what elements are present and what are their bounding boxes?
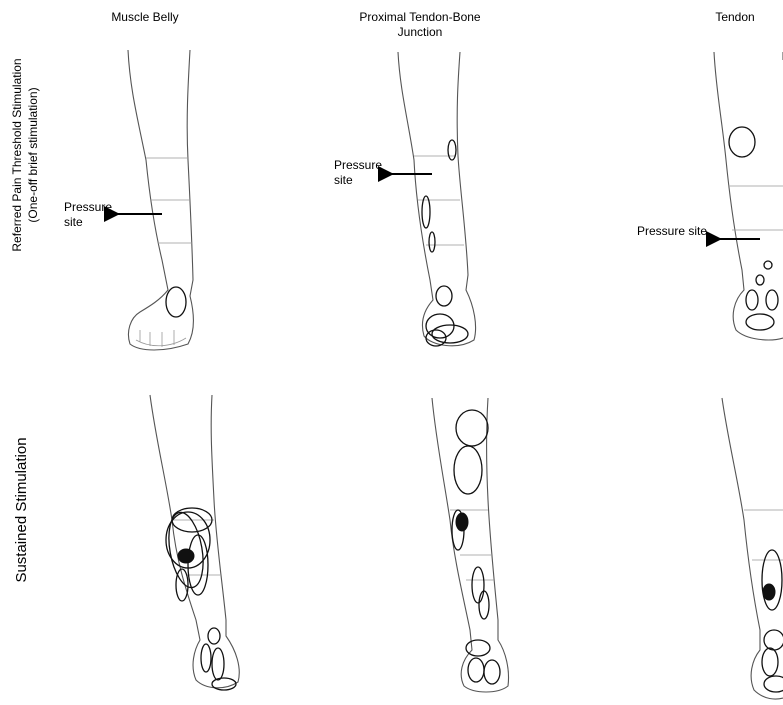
pressure-point (763, 584, 775, 600)
referred-zone (212, 648, 224, 680)
leg-muscle-belly-top (128, 50, 194, 350)
referred-zone (764, 676, 783, 692)
referred-zone (729, 127, 755, 157)
pressure-point (456, 513, 468, 531)
referred-zone (201, 644, 211, 672)
referred-zone (456, 410, 488, 446)
referred-zone (212, 678, 236, 690)
pressure-point (178, 549, 194, 563)
referred-zone (454, 446, 482, 494)
referred-zone (466, 640, 490, 656)
leg-tendon-bone-bottom (432, 398, 509, 692)
referred-zone (166, 287, 186, 317)
leg-muscle-belly-bottom (150, 395, 239, 690)
referred-zone (756, 275, 764, 285)
referred-zone (448, 140, 456, 160)
referred-zone (484, 660, 500, 684)
referred-zone (468, 658, 484, 682)
referred-zone (479, 591, 489, 619)
referred-zone (472, 567, 484, 603)
referred-zone (429, 232, 435, 252)
leg-tendon-bone-top (398, 52, 476, 346)
referred-zone (762, 550, 782, 610)
referred-zone (766, 290, 778, 310)
referred-zone (422, 196, 430, 228)
leg-tendon-top (714, 52, 783, 340)
referred-zone (746, 290, 758, 310)
referred-zone (436, 286, 452, 306)
leg-tendon-bottom (722, 398, 783, 699)
referred-zone (764, 261, 772, 269)
referred-zone (208, 628, 220, 644)
referred-zone (762, 648, 778, 676)
referred-zone (764, 630, 783, 650)
referred-zone (746, 314, 774, 330)
